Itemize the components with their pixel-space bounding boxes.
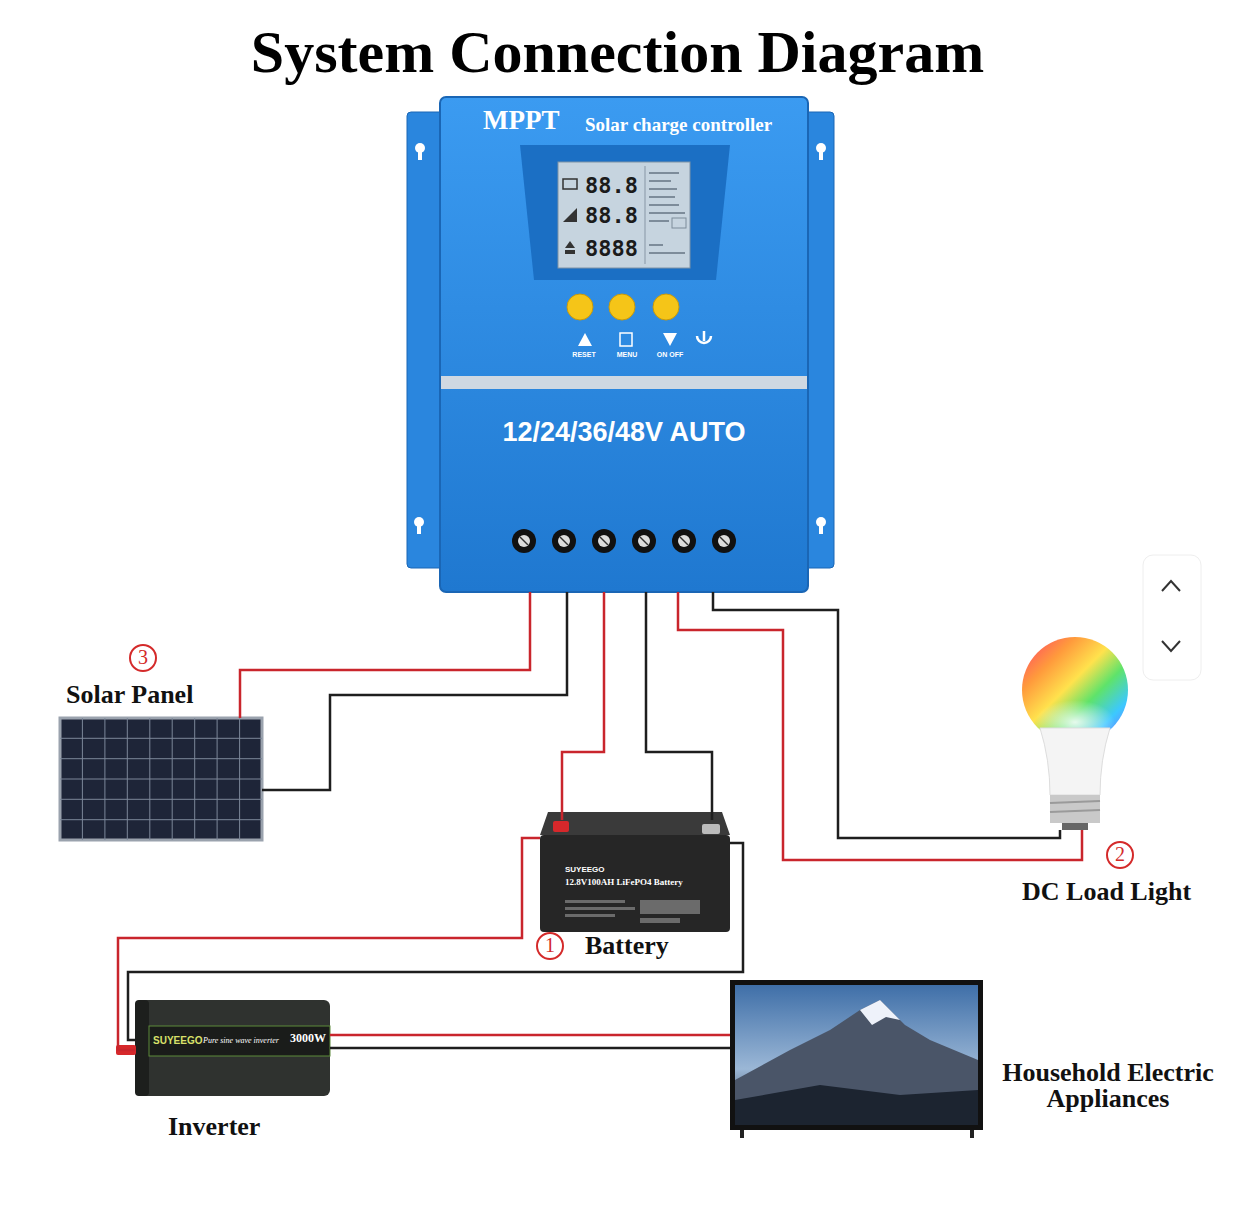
battery-picture: [540, 812, 730, 932]
callout-number: 3: [129, 644, 157, 672]
power-rating: 3000W: [290, 1031, 326, 1046]
brand-mark: SUYEEGO: [153, 1035, 202, 1046]
button-label: ON OFF: [650, 351, 690, 358]
red-wire: [562, 592, 604, 820]
brand-text: MPPT: [483, 105, 559, 136]
black-wire: [128, 843, 743, 1040]
inverter-picture: [116, 1000, 330, 1096]
black-wire: [646, 592, 712, 820]
button-label: RESET: [564, 351, 604, 358]
red-wire: [240, 592, 530, 718]
lcd-digits: 88.8: [585, 173, 638, 198]
black-wire: [713, 592, 1060, 838]
button-label: MENU: [607, 351, 647, 358]
lcd-digits: 8888: [585, 236, 638, 261]
red-wire: [330, 1034, 730, 1037]
red-wire: [678, 592, 1082, 860]
battery-rating: 12.8V100AH LiFePO4 Battery: [565, 877, 683, 887]
product-text: Pure sine wave inverter: [203, 1036, 279, 1045]
part-name: Solar Panel: [66, 680, 193, 710]
battery: Battery: [540, 820, 730, 932]
solar-panel-picture: [60, 718, 262, 840]
dc-load-light: DC Load Light: [1020, 635, 1128, 830]
solar-panel: Solar Panel: [60, 718, 262, 840]
household-appliances: Household Electric Appliances: [730, 980, 983, 1130]
black-wire: [262, 592, 567, 790]
voltage-text: 12/24/36/48V AUTO: [440, 417, 808, 448]
part-name: Battery: [585, 931, 669, 961]
part-name: Household Electric Appliances: [992, 1060, 1224, 1112]
lcd-digits: 88.8: [585, 203, 638, 228]
brand-mark: SUYEEGO: [565, 865, 605, 874]
inverter: Inverter: [135, 998, 330, 1098]
part-name: DC Load Light: [1022, 877, 1191, 907]
callout-number: 1: [536, 932, 564, 960]
diagram-title: System Connection Diagram: [0, 18, 1235, 87]
part-name: Inverter: [168, 1112, 260, 1142]
black-wire: [330, 1047, 730, 1050]
controller-housing: [407, 97, 834, 592]
red-wire: [118, 838, 540, 1050]
scroll-widget: [1143, 555, 1201, 680]
callout-number: 2: [1106, 841, 1134, 869]
charge-controller: MPPT Solar charge controller 12/24/36/48V …: [440, 97, 814, 592]
bulb-picture: [1022, 637, 1128, 830]
product-text: Solar charge controller: [585, 114, 772, 136]
tv-picture: [730, 980, 983, 1138]
